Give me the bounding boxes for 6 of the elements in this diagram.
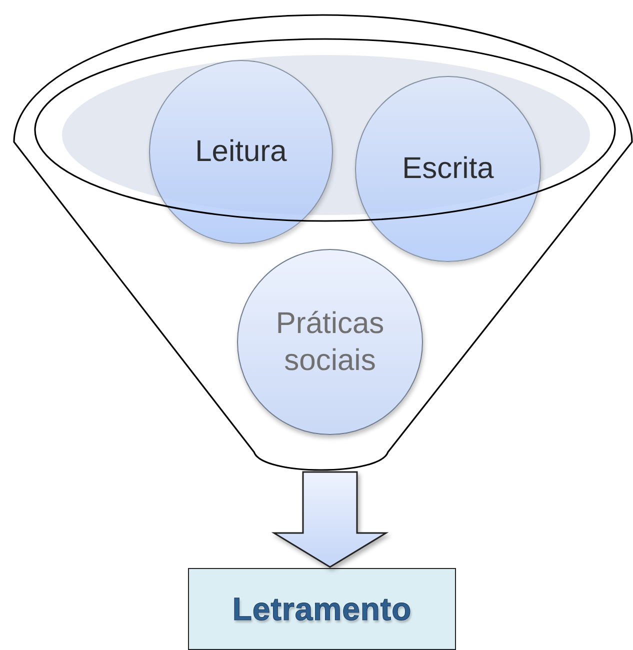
block-arrow: [271, 471, 389, 568]
circle-label: Leitura: [194, 134, 288, 170]
box-title: Letramento: [232, 591, 412, 629]
circle-label: Práticas sociais: [274, 306, 386, 379]
result-box: [188, 568, 456, 650]
circle-label: Escrita: [401, 151, 495, 188]
